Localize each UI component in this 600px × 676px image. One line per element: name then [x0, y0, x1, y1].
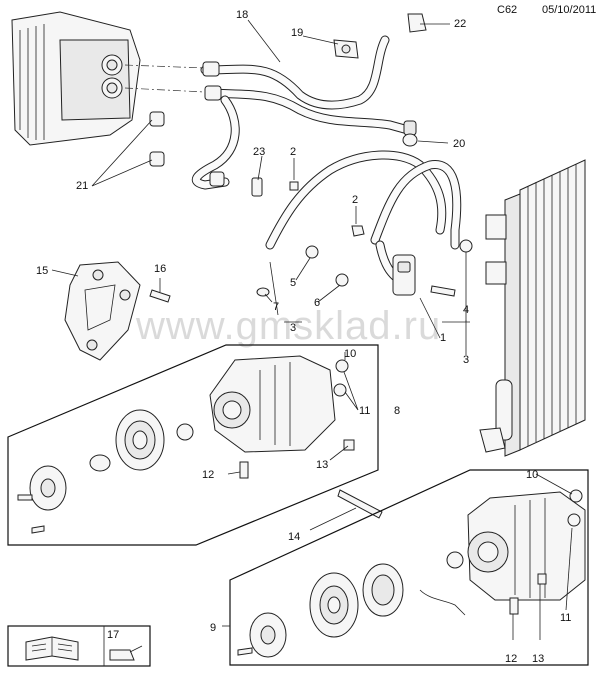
- clutch-plate-lower: [249, 612, 287, 658]
- callout-10a: 10: [344, 348, 356, 360]
- clutch-plate-upper: [29, 465, 67, 511]
- callout-2b: 2: [352, 194, 358, 206]
- sensor: [343, 439, 355, 451]
- leader-lines: [51, 19, 573, 640]
- compressor-frame: [7, 344, 379, 546]
- hose-connector: [333, 39, 359, 59]
- oil-can-icon: [109, 645, 143, 661]
- bracket-bolt: [149, 289, 171, 303]
- hvac-housing: [11, 11, 141, 146]
- o-ring: [335, 273, 349, 287]
- callout-9: 9: [210, 622, 216, 634]
- compressor-lower: [467, 491, 586, 601]
- long-bolt: [337, 489, 383, 519]
- callout-8: 8: [394, 405, 400, 417]
- compressor-upper: [209, 355, 336, 453]
- heater-hose-assembly: [191, 35, 417, 190]
- callout-13a: 13: [316, 459, 328, 471]
- clutch-coil: [362, 563, 404, 617]
- diagram-date: 05/10/2011: [542, 4, 597, 16]
- callout-6: 6: [314, 297, 320, 309]
- small-bolt: [237, 647, 253, 656]
- refrigerant-lines: [265, 150, 462, 296]
- o-ring: [305, 245, 319, 259]
- callout-20: 20: [453, 138, 465, 150]
- snap-ring: [176, 423, 194, 441]
- clutch-wire: [419, 589, 466, 616]
- callout-23: 23: [253, 146, 265, 158]
- o-ring: [459, 239, 473, 253]
- callout-4: 4: [463, 304, 469, 316]
- callout-12b: 12: [505, 653, 517, 665]
- callout-10b: 10: [526, 469, 538, 481]
- small-bolt: [31, 525, 45, 534]
- callout-7: 7: [273, 301, 279, 313]
- callout-14: 14: [288, 531, 300, 543]
- seal: [569, 489, 583, 503]
- compressor-bolt: [239, 461, 249, 479]
- pulley-upper: [115, 409, 165, 471]
- callout-12a: 12: [202, 469, 214, 481]
- seal: [333, 383, 347, 397]
- legend-17-label: 17: [107, 629, 119, 641]
- hose-clamp: [149, 111, 225, 187]
- book-wrench-icon: [25, 636, 79, 661]
- callout-1: 1: [440, 332, 446, 344]
- compressor-bolt: [509, 597, 519, 615]
- pulley-lower: [309, 572, 359, 638]
- nut: [289, 181, 299, 191]
- callout-2a: 2: [290, 146, 296, 158]
- nut: [351, 225, 365, 237]
- hose-clamp-lower: [402, 133, 418, 147]
- compressor-bracket: [64, 261, 141, 361]
- callout-11b: 11: [560, 612, 571, 624]
- seal: [335, 359, 349, 373]
- clip: [256, 287, 270, 297]
- hose-fitting: [407, 13, 427, 33]
- bolt: [430, 285, 456, 297]
- legend-box: 17: [7, 625, 151, 667]
- callout-3b: 3: [463, 354, 469, 366]
- compressor-frame-lower: [229, 469, 589, 666]
- snap-ring: [446, 551, 464, 569]
- diagram-code: C62: [497, 4, 518, 16]
- snap-ring: [89, 454, 111, 472]
- callout-3a: 3: [290, 322, 296, 334]
- callout-13b: 13: [532, 653, 544, 665]
- callout-18: 18: [236, 9, 248, 21]
- callout-5: 5: [290, 277, 296, 289]
- callout-labels: 18 19 22 20 23 2 21 2 5 6 7 4 3 1 3 15 1…: [36, 9, 571, 665]
- condenser: [479, 159, 586, 457]
- seal: [567, 513, 581, 527]
- callout-15: 15: [36, 265, 48, 277]
- callout-21: 21: [76, 180, 88, 192]
- callout-16: 16: [154, 263, 166, 275]
- callout-19: 19: [291, 27, 303, 39]
- sensor: [537, 573, 547, 585]
- small-bolt: [17, 494, 33, 501]
- callout-11a: 11: [359, 405, 370, 417]
- watermark: www.gmsklad.ru: [136, 304, 442, 348]
- callout-22: 22: [454, 18, 466, 30]
- bracket-clip: [251, 177, 263, 197]
